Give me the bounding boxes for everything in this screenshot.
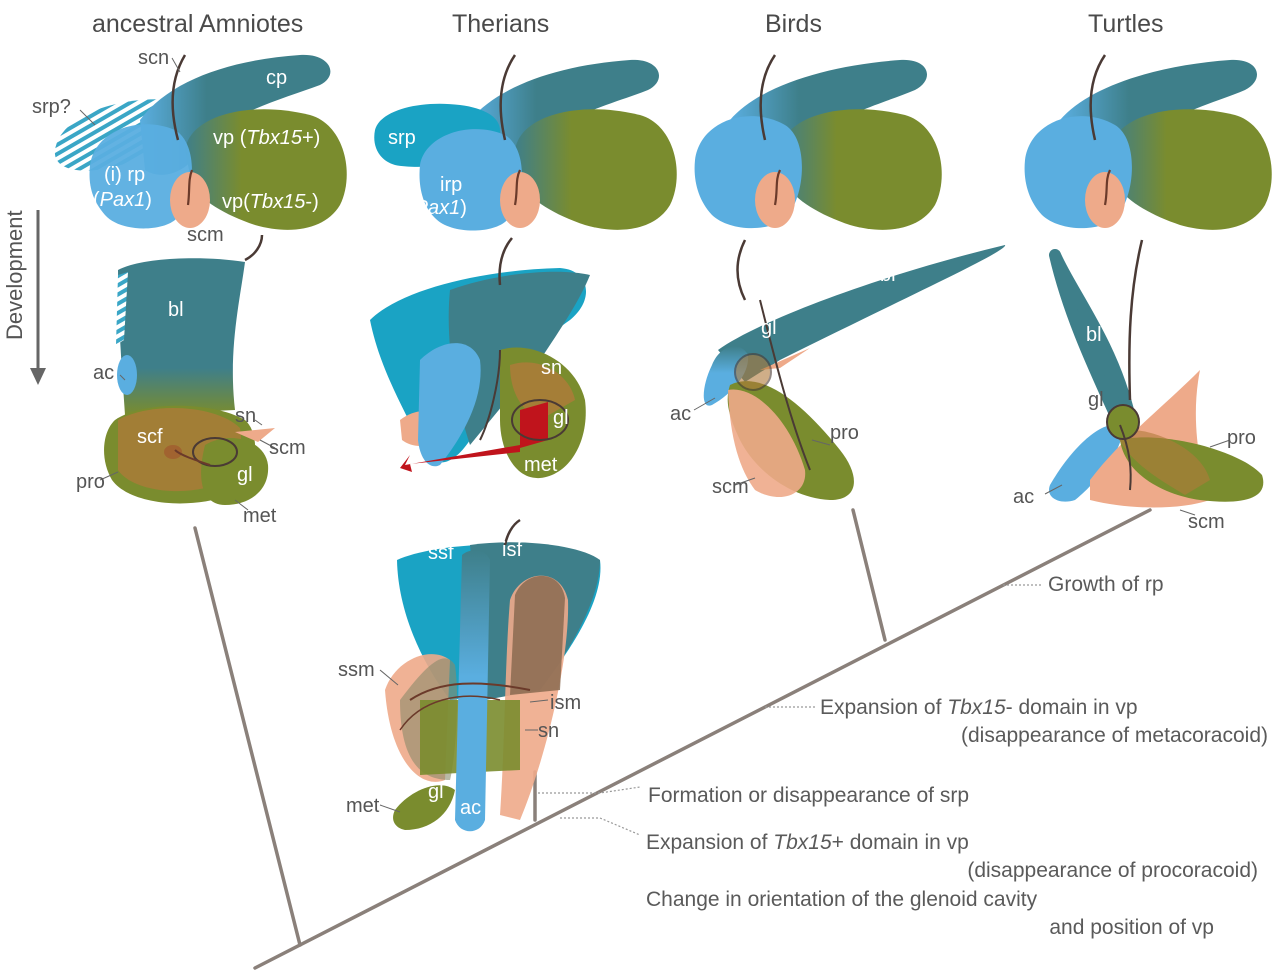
label-ac-scapula: ac [460,798,481,818]
label-bl-birds: bl [880,265,896,285]
label-srp: srp [388,128,416,148]
label-scm-turtles: scm [1188,512,1225,532]
label-pro-turtles: pro [1227,428,1256,448]
label-scm-adult: scm [269,438,306,458]
note-glenoid-orientation: Change in orientation of the glenoid cav… [646,886,1214,943]
label-gl-turtles: gl [1088,390,1104,410]
label-ssm: ssm [338,660,375,680]
label-pro-birds: pro [830,423,859,443]
note-expansion-tbx15-minus: Expansion of Tbx15- domain in vp (disapp… [820,694,1268,751]
note-expansion-tbx15-plus: Expansion of Tbx15+ domain in vp (disapp… [646,829,1258,886]
label-sn-scapula: sn [538,721,559,741]
label-vp-tbx15-minus: vp(Tbx15-) [222,192,319,212]
title-turtles: Turtles [1088,10,1163,39]
tree-branch-birds [853,510,885,640]
label-pax1: (Pax1) [93,190,152,210]
label-ssf: ssf [428,543,454,563]
label-pro: pro [76,472,105,492]
title-birds: Birds [765,10,822,39]
therian-scapula [385,520,600,831]
label-gl-birds: gl [761,318,777,338]
met-region [201,438,268,505]
title-ancestral-amniotes: ancestral Amniotes [92,10,303,39]
label-scm-birds: scm [712,477,749,497]
label-pax1-therian: (Pax1) [408,198,467,218]
label-irp: irp [440,175,462,195]
label-sn: sn [235,406,256,426]
birds-adult-girdle [704,240,1005,500]
label-ac: ac [93,363,114,383]
label-vp-tbx15-plus: vp (Tbx15+) [213,128,320,148]
label-isf: isf [502,540,522,560]
label-bl: bl [168,300,184,320]
title-therians: Therians [452,10,549,39]
label-ism: ism [550,693,581,713]
label-gl-scapula: gl [428,782,444,802]
label-met-therian: met [524,455,557,475]
label-i-rp: (i) rp [104,165,145,185]
label-ac-turtles: ac [1013,487,1034,507]
turtles-embryo [1025,55,1272,230]
tree-branch-ancestral [195,528,300,945]
development-label: Development [2,210,28,340]
label-gl-therian: gl [553,408,569,428]
birds-embryo [695,55,942,230]
development-arrow [30,210,46,385]
label-gl: gl [237,465,253,485]
label-scn: scn [138,48,169,68]
label-scf: scf [137,427,163,447]
note-srp: Formation or disappearance of srp [648,782,969,810]
label-scm: scm [187,225,224,245]
label-ac-birds: ac [670,404,691,424]
label-met-scapula: met [346,796,379,816]
label-cp: cp [266,68,287,88]
turtles-adult-girdle [1049,240,1263,508]
label-bl-turtles: bl [1086,325,1102,345]
label-srp-question: srp? [32,97,71,117]
label-met: met [243,506,276,526]
note-growth-of-rp: Growth of rp [1048,571,1164,599]
label-sn-therian: sn [541,358,562,378]
